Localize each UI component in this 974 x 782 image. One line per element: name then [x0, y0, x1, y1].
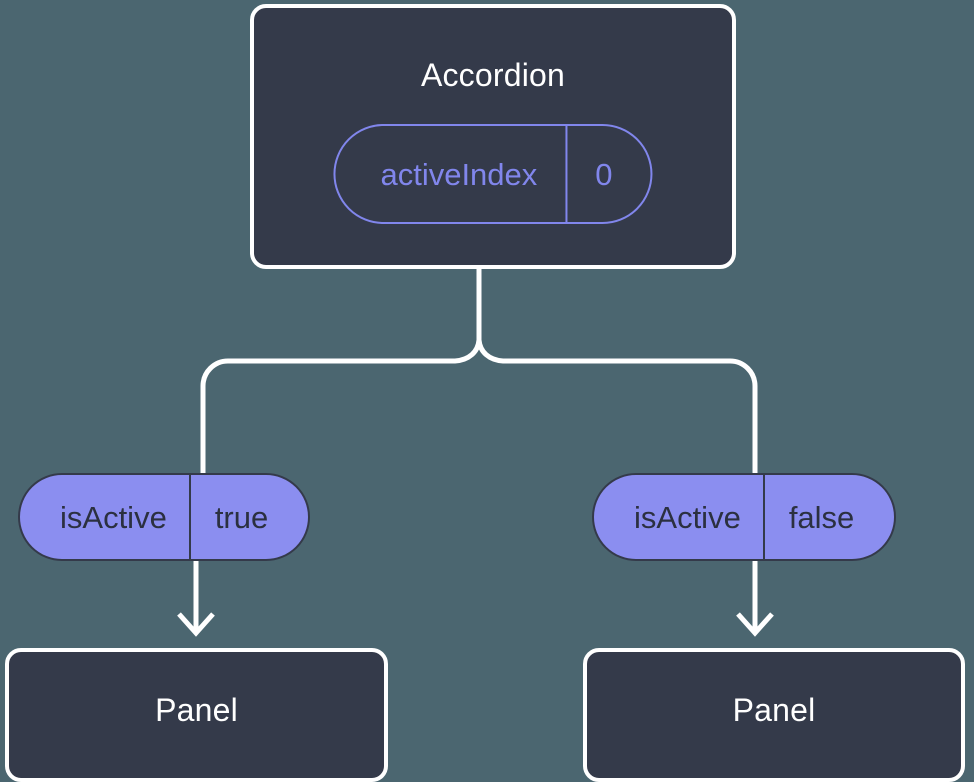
node-panel-left[interactable]: Panel: [5, 648, 388, 782]
node-panel-right[interactable]: Panel: [583, 648, 965, 782]
prop-pill-is-active-right-value: false: [762, 475, 894, 559]
node-accordion[interactable]: Accordion activeIndex 0: [250, 4, 736, 269]
prop-pill-is-active-left-key: isActive: [60, 499, 167, 535]
arrow-left-head-icon: [177, 612, 215, 637]
prop-pill-active-index[interactable]: activeIndex 0: [333, 124, 653, 224]
node-accordion-title: Accordion: [420, 57, 566, 93]
prop-pill-is-active-left[interactable]: isActive true: [18, 473, 311, 561]
prop-pill-is-active-right-key: isActive: [634, 499, 741, 535]
connector-branch-right: [476, 339, 758, 473]
prop-pill-active-index-key: activeIndex: [380, 156, 538, 192]
prop-pill-is-active-right[interactable]: isActive false: [592, 473, 897, 561]
node-panel-left-title: Panel: [155, 692, 238, 728]
arrow-right-head-icon: [736, 612, 774, 637]
prop-pill-is-active-left-value: true: [188, 475, 308, 559]
prop-pill-active-index-value: 0: [565, 126, 650, 222]
node-panel-right-title: Panel: [732, 692, 816, 728]
connector-branch-left: [200, 339, 482, 473]
